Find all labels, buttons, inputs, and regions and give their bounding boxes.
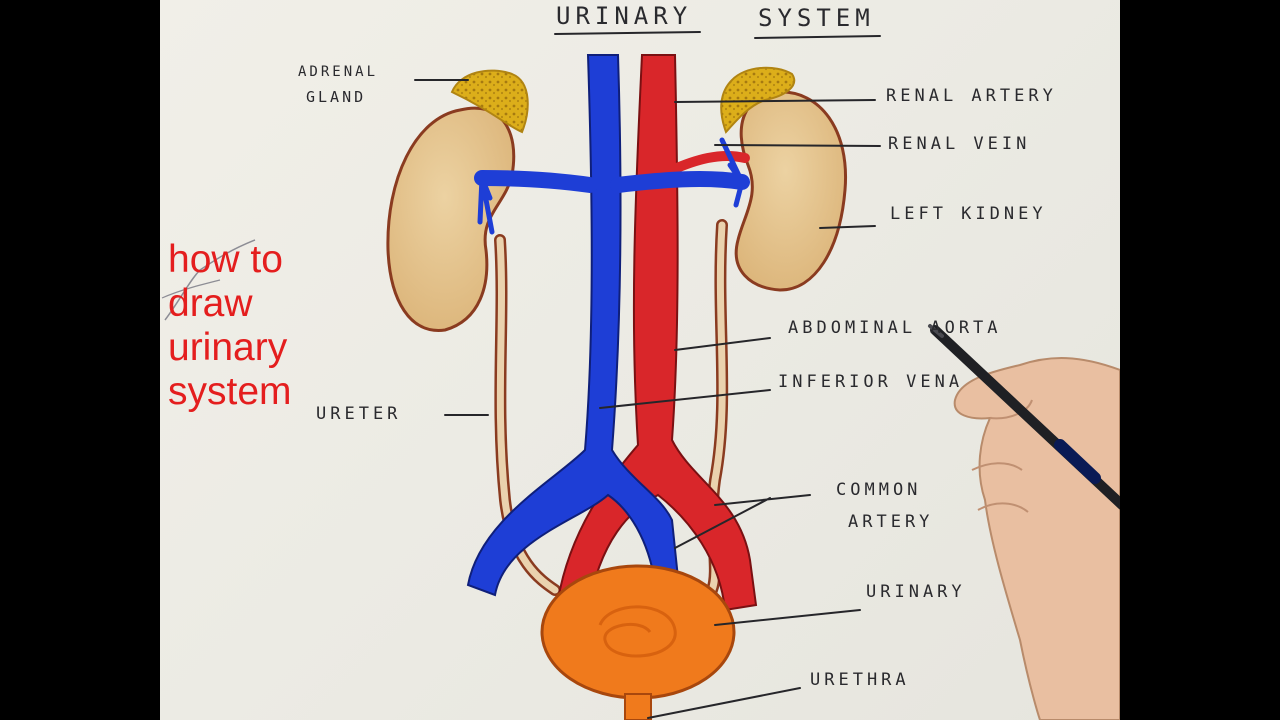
title-underline-2 xyxy=(754,35,881,39)
label-adrenal-line1: ADRENAL xyxy=(298,64,379,80)
title-word-2: SYSTEM xyxy=(758,4,875,32)
label-urethra: URETHRA xyxy=(810,670,910,690)
caption-line: urinary xyxy=(168,326,288,369)
label-common-line1: COMMON xyxy=(836,480,922,500)
label-renal-artery: RENAL ARTERY xyxy=(886,86,1057,106)
leader-renal-artery xyxy=(674,99,876,103)
tutorial-caption: how to draw urinary system xyxy=(168,238,338,414)
hand-with-pen xyxy=(928,324,1120,720)
left-adrenal-gland xyxy=(720,66,795,134)
urethra xyxy=(624,693,652,720)
inferior-vena-cava xyxy=(466,54,680,597)
left-kidney xyxy=(734,90,848,292)
urinary-system-drawing xyxy=(161,31,1120,720)
abdominal-aorta xyxy=(556,54,758,612)
label-urinary: URINARY xyxy=(866,582,966,602)
right-renal-vein xyxy=(474,170,598,193)
label-adrenal-line2: GLAND xyxy=(306,88,367,106)
caption-line: system xyxy=(168,370,292,413)
leader-urethra xyxy=(647,687,801,719)
leader-common-artery xyxy=(674,494,811,549)
label-left-kidney: LEFT KIDNEY xyxy=(890,204,1047,224)
leader-left-kidney xyxy=(819,225,876,229)
title-word-1: URINARY xyxy=(556,2,693,30)
leader-renal-vein xyxy=(714,144,881,147)
right-kidney xyxy=(386,106,516,332)
left-renal-vein-branches xyxy=(719,137,745,208)
bladder-shading xyxy=(598,605,677,658)
caption-line: draw xyxy=(168,282,253,325)
right-ureter xyxy=(496,236,559,594)
leader-inferior-vena xyxy=(599,389,771,409)
leader-urinary xyxy=(714,609,861,626)
renal-artery xyxy=(667,150,750,175)
signature-scribble-2 xyxy=(161,279,221,299)
label-renal-vein: RENAL VEIN xyxy=(888,134,1031,154)
paper-sheet: URINARY SYSTEM ADRENAL GLAND RENAL ARTER… xyxy=(160,0,1120,720)
title-underline-1 xyxy=(554,31,701,35)
caption-line: how to xyxy=(168,238,283,281)
label-abdominal-aorta: ABDOMINAL AORTA xyxy=(788,318,1002,338)
signature-scribble xyxy=(164,239,256,321)
left-renal-vein xyxy=(610,171,750,193)
label-common-line2: ARTERY xyxy=(848,512,934,532)
label-ureter: URETER xyxy=(316,404,402,424)
right-adrenal-gland xyxy=(450,69,529,134)
label-inferior-vena: INFERIOR VENA xyxy=(778,372,964,392)
right-renal-vein-branches xyxy=(477,175,495,235)
urinary-bladder xyxy=(540,564,736,700)
leader-abdominal-aorta xyxy=(674,337,771,351)
